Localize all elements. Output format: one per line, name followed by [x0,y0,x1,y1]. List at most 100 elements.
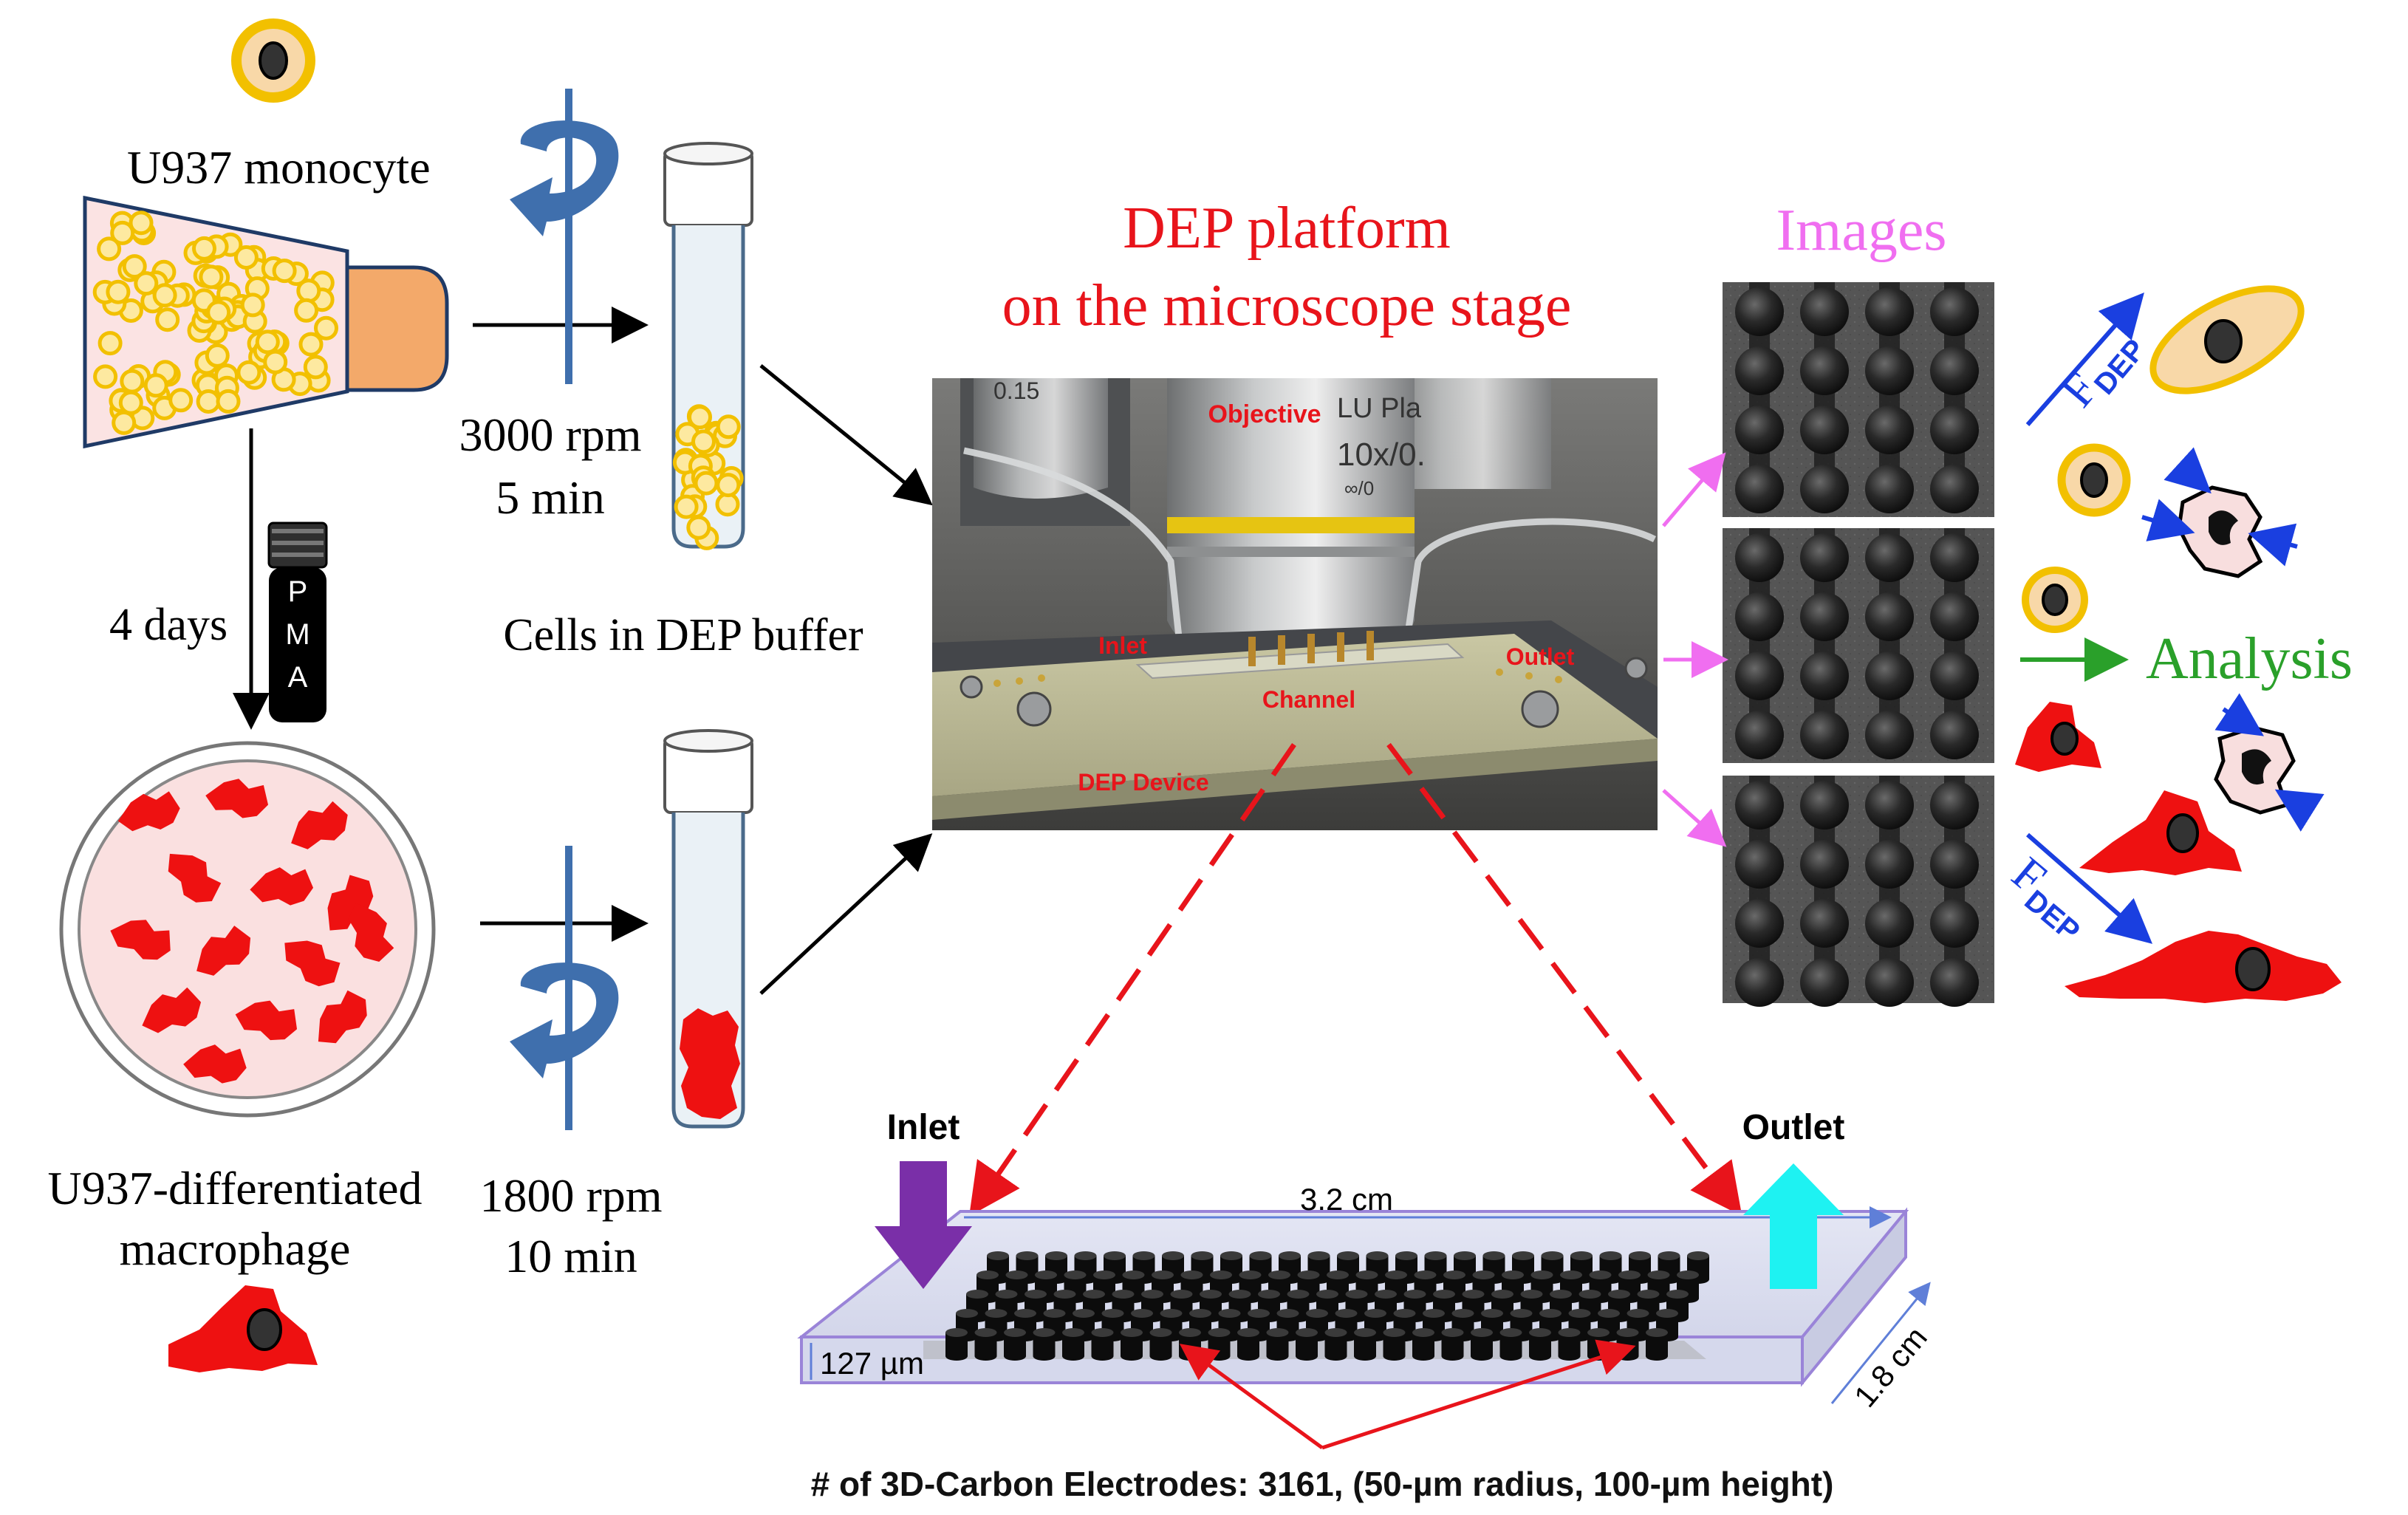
electrode-sphere [1930,958,1979,1007]
monocyte-cell-1 [2057,443,2131,517]
electrode-pointer-right [1321,1339,1636,1450]
electrode-sphere [1930,346,1979,395]
device-outlet-label: Outlet [1742,1108,1845,1147]
flask-cell [93,364,118,389]
micrograph-panel-2 [1723,528,1994,763]
dish-macrophage [327,875,374,931]
centrifuge-bottom-speed: 1800 rpm [479,1169,662,1222]
images-label: Images [1776,198,1946,263]
electrode-sphere [1930,899,1979,948]
flask-cell [196,389,221,414]
dish-macrophage [117,791,180,832]
pma-letter-a: A [288,661,308,694]
flask-cell [98,331,123,356]
electrode-sphere [1930,711,1979,759]
dep-force-arrow-bottom [2026,832,2153,944]
dep-force-arrow-top [2025,293,2144,426]
electrode-sphere [1865,958,1914,1007]
tube-cell [674,494,699,519]
tube-cell [716,414,741,440]
electrode-pointer-left [1179,1344,1324,1450]
dish-macrophage [235,1000,298,1041]
electrode-sphere [1800,711,1849,759]
electrode-sphere [1865,346,1914,395]
flask-cell [233,245,259,270]
flask-cell [143,373,168,398]
centrifuge-tube-bottom [663,729,753,1129]
centrifuge-bottom-time: 10 min [504,1230,637,1282]
photo-to-image1-arrow [1662,452,1726,527]
dish-macrophage [318,990,367,1044]
micrograph-panel-3 [1723,776,1994,1007]
flask-cell [294,298,319,323]
dish-macrophages [110,779,394,1084]
electrode-sphere [1930,652,1979,700]
electrode-sphere [1930,533,1979,582]
flask-cell [110,220,135,245]
flask-cell [106,279,131,304]
electrode-sphere [1930,287,1979,336]
electrode-sphere [1735,652,1784,700]
micrograph-panel-1 [1723,282,1994,517]
compressed-cell-1 [2141,447,2298,578]
tube-macrophage-pellet [680,1008,740,1119]
device-inlet-label: Inlet [887,1108,960,1147]
flask-cell [236,360,261,385]
flask-cell [199,264,224,290]
electrode-sphere [1735,958,1784,1007]
buffer-label: Cells in DEP buffer [503,610,863,660]
electrode-sphere [1930,406,1979,454]
electrode-sphere [1865,287,1914,336]
tube-cell [688,405,712,430]
tube-cell [694,471,719,496]
flask-cell [206,300,231,325]
electrode-sphere [1800,958,1849,1007]
electrode-sphere [1735,346,1784,395]
electrode-sphere [1865,781,1914,830]
zoom-line-outlet [1386,742,1742,1217]
rotation-icon-bottom [510,846,619,1130]
dish-macrophage [348,903,394,962]
petri-dish-icon [59,741,436,1118]
tube-cell [716,473,741,498]
tube-cell [686,515,711,540]
electrode-sphere [1800,781,1849,830]
electrode-sphere [1800,533,1849,582]
platform-title-line1: DEP platform [1123,196,1451,261]
width-dimension-arrow [1830,1282,1931,1404]
photo-label-inlet: Inlet [1098,632,1147,659]
flask-cell [112,410,137,435]
culture-flask-icon [83,195,449,449]
dish-macrophage [183,1044,247,1084]
dish-macrophage [284,940,341,987]
electrode-sphere [1800,287,1849,336]
tube-top-to-platform-arrow [759,364,933,506]
centrifuge-tube-top [663,142,753,550]
dish-macrophage [205,779,269,818]
flask-cell [122,254,147,279]
dish-macrophage [142,987,202,1033]
flask-cell [298,332,324,357]
dish-macrophage [168,853,222,903]
electrode-caption: # of 3D-Carbon Electrodes: 3161, (50-µm … [811,1465,1834,1503]
rotation-icon-top [510,89,619,384]
electrode-sphere [1800,592,1849,641]
flask-cell [134,271,159,296]
flask-cell [263,349,288,375]
electrode-sphere [1865,652,1914,700]
lens-text-4: ∞/0 [1344,477,1374,499]
flask-cell [152,283,177,308]
elongated-monocyte-icon [2149,285,2305,394]
height-label: 127 µm [820,1346,924,1381]
dish-macrophage [196,926,251,976]
compressed-cell-2 [2214,693,2325,832]
inlet-arrow-icon [875,1161,972,1289]
flask-cell [168,388,194,413]
electrode-sphere [1865,465,1914,513]
outlet-arrow-icon [1743,1163,1844,1289]
centrifuge-top-speed: 3000 rpm [459,408,641,461]
electrode-sphere [1930,592,1979,641]
flask-cell [216,389,241,414]
photo-label-channel: Channel [1262,686,1355,713]
flask-cells [92,211,338,435]
